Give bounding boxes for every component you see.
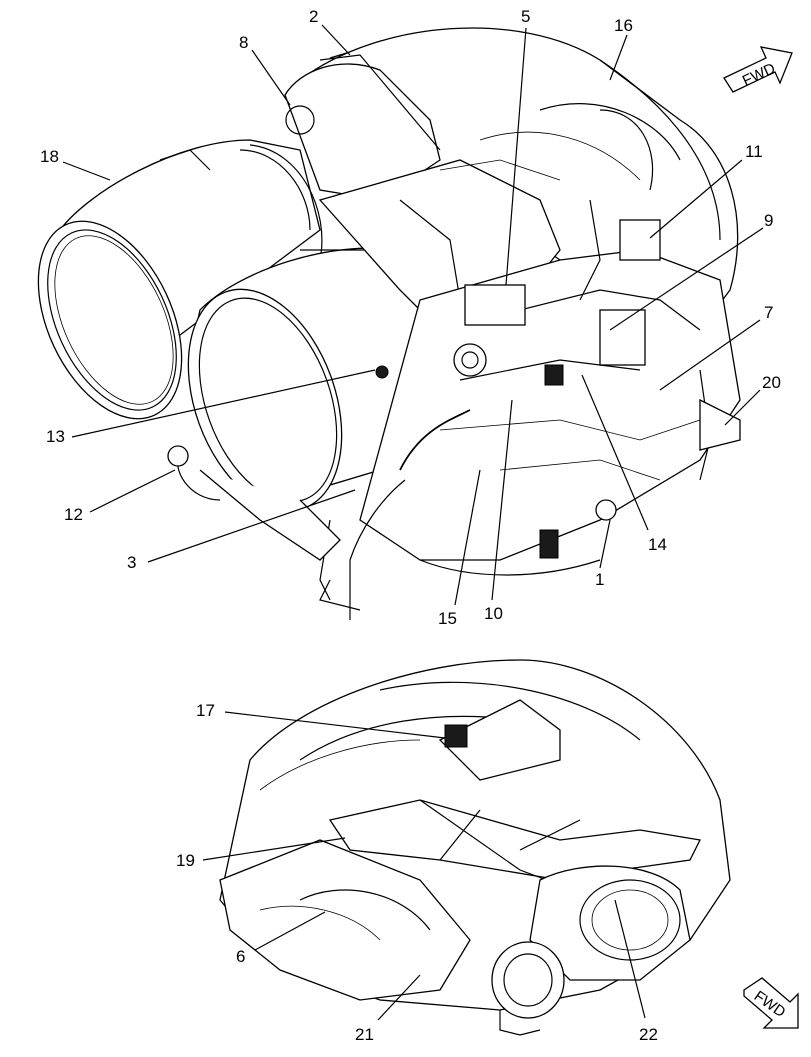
callout-3: 3 xyxy=(127,553,136,572)
callout-18: 15 xyxy=(438,609,457,628)
callout-10: 11 xyxy=(745,142,763,161)
callout-7: 7 xyxy=(764,303,773,322)
engine-bottom-view xyxy=(219,659,731,1036)
callout-17: 17 xyxy=(196,701,215,720)
callout-2: 2 xyxy=(309,7,318,26)
callout-22: 22 xyxy=(639,1025,658,1044)
callout-21: 21 xyxy=(355,1025,374,1044)
fwd-arrow-top: FWD xyxy=(723,46,793,93)
callout-1: 1 xyxy=(595,570,604,589)
callout-14: 14 xyxy=(648,535,667,554)
callout-16: 18 xyxy=(40,147,59,166)
callout-13: 13 xyxy=(46,427,65,446)
fwd-arrow-bottom: FWD xyxy=(743,977,799,1029)
callout-5: 5 xyxy=(521,7,530,26)
callout-12: 12 xyxy=(64,505,83,524)
callout-15: 16 xyxy=(614,16,633,35)
callout-9: 9 xyxy=(764,211,773,230)
callout-20: 20 xyxy=(762,373,781,392)
callouts-bottom: 17 19 6 21 22 xyxy=(176,701,658,1044)
callout-8: 8 xyxy=(239,33,248,52)
callout-6: 6 xyxy=(236,947,245,966)
callouts-top: 2 5 16 8 18 11 9 7 20 13 12 3 15 xyxy=(40,7,781,628)
engine-top-view xyxy=(37,27,741,620)
callout-11: 10 xyxy=(484,604,503,623)
callout-19: 19 xyxy=(176,851,195,870)
